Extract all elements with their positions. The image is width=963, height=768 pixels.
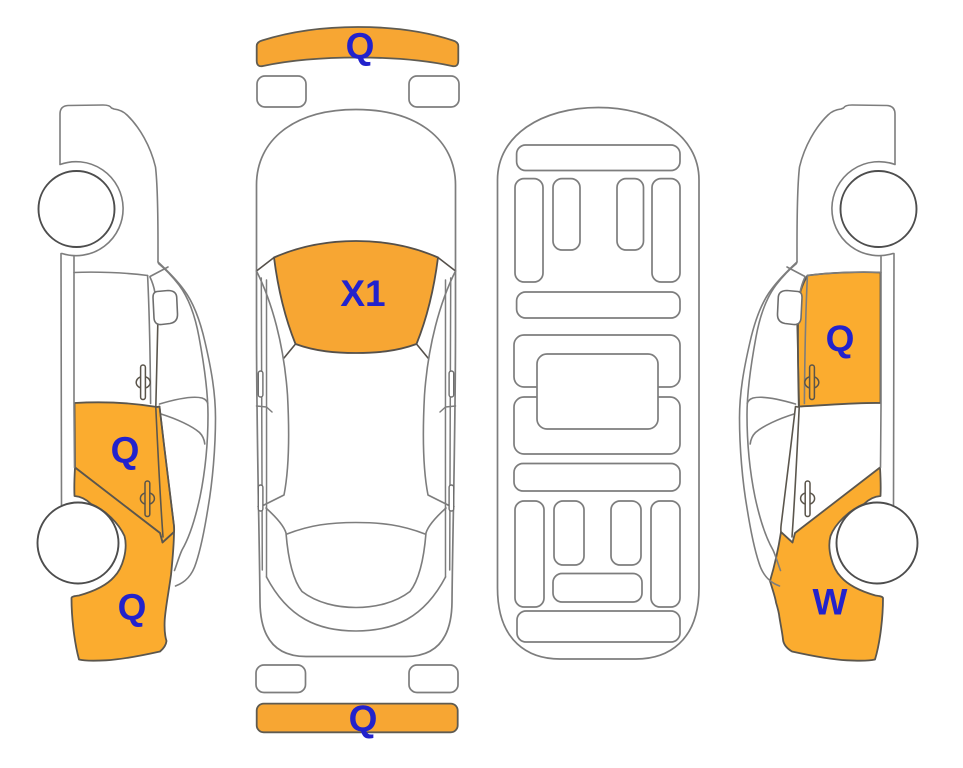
svg-text:W: W (813, 582, 848, 623)
svg-text:Q: Q (826, 318, 855, 359)
svg-text:Q: Q (349, 698, 378, 739)
svg-text:X1: X1 (340, 273, 385, 314)
svg-text:Q: Q (346, 26, 375, 67)
svg-text:Q: Q (111, 430, 140, 471)
svg-text:Q: Q (118, 587, 147, 628)
